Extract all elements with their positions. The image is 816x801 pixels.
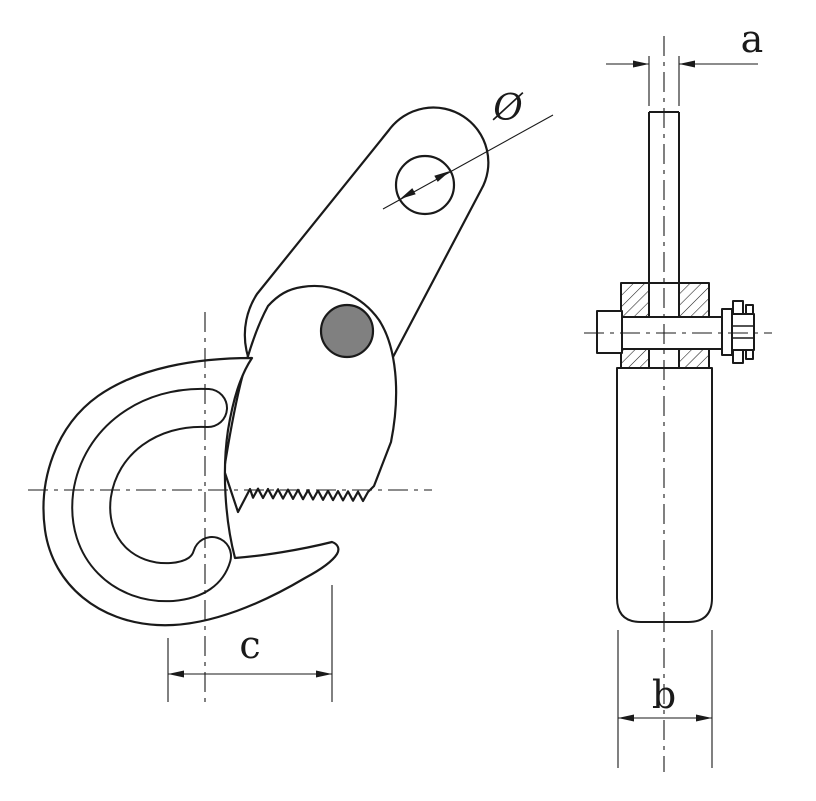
dim-c-arrowhead-left xyxy=(168,670,184,678)
clamp-front-view xyxy=(596,111,755,623)
clamp-side-view xyxy=(42,106,490,627)
dim-a-label: a xyxy=(741,17,764,61)
dim-a-arrowhead-right xyxy=(679,60,695,68)
dim-b-label: b xyxy=(652,673,676,717)
dimension-a: a xyxy=(606,17,763,106)
nut-tab-top-small xyxy=(745,304,754,315)
bolt-head xyxy=(596,310,623,354)
dim-b-arrowhead-right xyxy=(696,714,712,722)
dim-a-arrowhead-left xyxy=(633,60,649,68)
bolt-washer xyxy=(721,308,733,356)
diameter-dimension: Ø xyxy=(382,88,554,210)
dimensions: Ø c a b xyxy=(167,17,763,768)
eye-hole xyxy=(394,154,456,216)
dim-b-arrowhead-left xyxy=(618,714,634,722)
diameter-arrowhead-lower xyxy=(400,188,416,199)
nut-tab-bottom-small xyxy=(745,349,754,360)
nut-tab-bottom xyxy=(732,349,744,364)
adjusting-nut xyxy=(731,313,755,351)
nut-tab-top xyxy=(732,300,744,315)
pivot-pin xyxy=(319,303,375,359)
dim-c-arrowhead-right xyxy=(316,670,332,678)
center-lines xyxy=(28,36,772,772)
jaw-slot xyxy=(73,389,230,601)
dim-c-label: c xyxy=(239,623,260,667)
diameter-arrowhead-upper xyxy=(434,171,450,182)
dimension-c: c xyxy=(167,585,333,702)
diameter-label: Ø xyxy=(492,88,524,129)
dimension-b: b xyxy=(617,630,713,768)
